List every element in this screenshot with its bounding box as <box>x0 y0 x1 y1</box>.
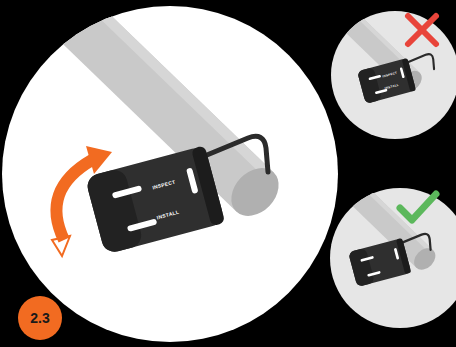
correct-circle <box>330 188 456 328</box>
cross-mark <box>408 16 436 44</box>
check-mark <box>400 194 436 220</box>
rod-and-clip <box>0 0 288 255</box>
rotation-arrow <box>56 160 92 240</box>
step-number: 2.3 <box>30 310 49 326</box>
detail-circle <box>2 6 338 342</box>
correct-example <box>280 119 439 287</box>
step-badge: 2.3 <box>18 296 62 340</box>
arrow-head <box>86 146 112 174</box>
